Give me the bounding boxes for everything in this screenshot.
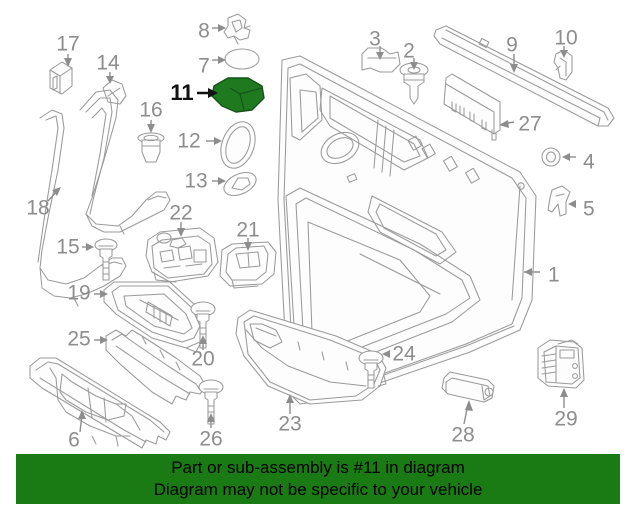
callout-label-7: 7 bbox=[198, 55, 210, 78]
callout-label-23: 23 bbox=[278, 413, 301, 436]
callout-label-15: 15 bbox=[56, 236, 79, 259]
callout-label-3: 3 bbox=[369, 28, 381, 51]
part-shape-26-screw bbox=[198, 379, 224, 425]
part-shape-6-lower-trim bbox=[29, 357, 171, 449]
callout-label-12: 12 bbox=[177, 130, 200, 153]
part-shape-4-ring bbox=[541, 147, 561, 167]
part-shape-7-oval-cap bbox=[224, 48, 260, 70]
callout-label-26: 26 bbox=[199, 428, 222, 451]
callout-label-21: 21 bbox=[236, 219, 259, 242]
notice-line-part-number: Part or sub-assembly is #11 in diagram bbox=[171, 458, 465, 477]
part-shape-17-clip bbox=[49, 61, 73, 95]
callout-label-18: 18 bbox=[26, 197, 49, 220]
part-shape-13-oval-bezel bbox=[223, 172, 257, 196]
part-shape-27-insert bbox=[443, 73, 501, 141]
callout-label-28: 28 bbox=[451, 424, 474, 447]
part-shape-16-rivet bbox=[137, 132, 165, 163]
part-shape-15-screw bbox=[94, 238, 118, 281]
callout-label-9: 9 bbox=[506, 34, 518, 57]
callout-label-22: 22 bbox=[169, 202, 192, 225]
callout-label-27: 27 bbox=[518, 113, 541, 136]
part-shape-20-screw bbox=[190, 301, 216, 349]
callout-label-8: 8 bbox=[198, 20, 210, 43]
part-shape-29-connector bbox=[537, 339, 585, 389]
callout-label-13: 13 bbox=[184, 170, 207, 193]
part-shape-21-switch bbox=[219, 241, 277, 289]
callout-label-20: 20 bbox=[191, 348, 214, 371]
part-shape-3-plate bbox=[361, 47, 401, 73]
notice-banner: Part or sub-assembly is #11 in diagram D… bbox=[16, 454, 620, 504]
part-shape-18-trim-strip bbox=[37, 109, 127, 307]
callout-label-24: 24 bbox=[392, 343, 416, 366]
callout-label-11: 11 bbox=[170, 80, 193, 105]
part-shape-24-screw bbox=[358, 350, 384, 389]
callout-label-1: 1 bbox=[548, 264, 560, 287]
part-shape-19-armrest-trim bbox=[103, 281, 207, 353]
part-shape-5-clip bbox=[547, 185, 571, 217]
callout-label-4: 4 bbox=[583, 151, 595, 174]
part-shape-25-insert-strip bbox=[105, 329, 207, 405]
part-shape-12-oval-ring bbox=[220, 121, 256, 169]
leader-lines bbox=[47, 24, 576, 433]
callout-label-17: 17 bbox=[56, 33, 79, 56]
callout-label-14: 14 bbox=[96, 52, 120, 75]
part-shape-11-highlighted-cover bbox=[211, 77, 265, 113]
callout-labels: 1 2 3 4 5 6 7 8 9 10 11 12 13 14 15 16 1… bbox=[26, 20, 595, 452]
callout-label-5: 5 bbox=[583, 198, 595, 221]
notice-line-disclaimer: Diagram may not be specific to your vehi… bbox=[153, 480, 483, 499]
part-shape-28-module bbox=[441, 371, 495, 403]
callout-label-16: 16 bbox=[139, 99, 162, 122]
callout-label-2: 2 bbox=[403, 40, 415, 63]
callout-label-6: 6 bbox=[68, 429, 80, 452]
part-shape-14-handle-upper bbox=[79, 79, 171, 235]
callout-label-29: 29 bbox=[554, 408, 577, 431]
part-shape-9-trim-rail bbox=[433, 25, 615, 127]
part-shape-8-bracket bbox=[223, 13, 251, 45]
part-shape-22-switch-cluster bbox=[145, 227, 219, 283]
callout-label-10: 10 bbox=[554, 27, 577, 50]
callout-label-25: 25 bbox=[67, 328, 90, 351]
callout-label-19: 19 bbox=[67, 282, 90, 305]
